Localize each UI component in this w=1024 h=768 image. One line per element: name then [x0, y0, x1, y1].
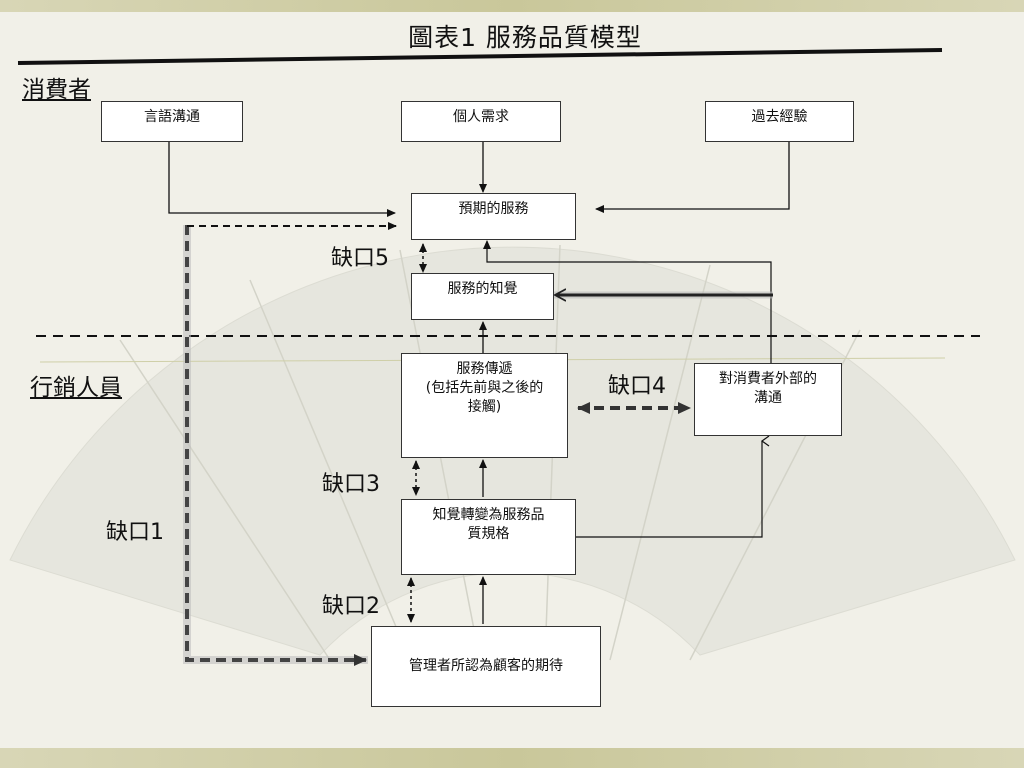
- expected-service-label: 預期的服務: [458, 201, 529, 217]
- gap4-label: 缺口4: [608, 374, 666, 399]
- page-title: 圖表1 服務品質模型: [408, 23, 642, 52]
- service-delivery-label: 服務傳遞 (包括先前與之後的 接觸): [425, 361, 544, 415]
- perceived-service-label: 服務的知覺: [447, 281, 518, 297]
- gap2-label: 缺口2: [322, 594, 380, 619]
- translation-specs-box: 知覺轉變為服務品 質規格: [401, 499, 576, 575]
- management-perception-label: 管理者所認為顧客的期待: [409, 658, 563, 674]
- consumer-section-label: 消費者: [22, 77, 91, 103]
- management-perception-box: 管理者所認為顧客的期待: [371, 626, 601, 707]
- past-experience-box: 過去經驗: [705, 101, 854, 142]
- marketer-section-label: 行銷人員: [30, 375, 122, 401]
- bottom-decor-band: [0, 748, 1024, 768]
- gap1-label: 缺口1: [106, 520, 164, 545]
- top-decor-band: [0, 0, 1024, 12]
- expected-service-box: 預期的服務: [411, 193, 576, 240]
- external-communication-box: 對消費者外部的 溝通: [694, 363, 842, 436]
- external-communication-label: 對消費者外部的 溝通: [719, 371, 817, 406]
- perceived-service-box: 服務的知覺: [411, 273, 554, 320]
- service-delivery-box: 服務傳遞 (包括先前與之後的 接觸): [401, 353, 568, 458]
- past-experience-label: 過去經驗: [751, 109, 808, 125]
- personal-needs-label: 個人需求: [453, 109, 509, 125]
- gap3-label: 缺口3: [322, 472, 380, 497]
- gap5-label: 缺口5: [331, 246, 389, 271]
- personal-needs-box: 個人需求: [401, 101, 561, 142]
- word-of-mouth-label: 言語溝通: [144, 109, 200, 125]
- word-of-mouth-box: 言語溝通: [101, 101, 243, 142]
- title-underline: [17, 48, 943, 65]
- translation-specs-label: 知覺轉變為服務品 質規格: [432, 507, 545, 542]
